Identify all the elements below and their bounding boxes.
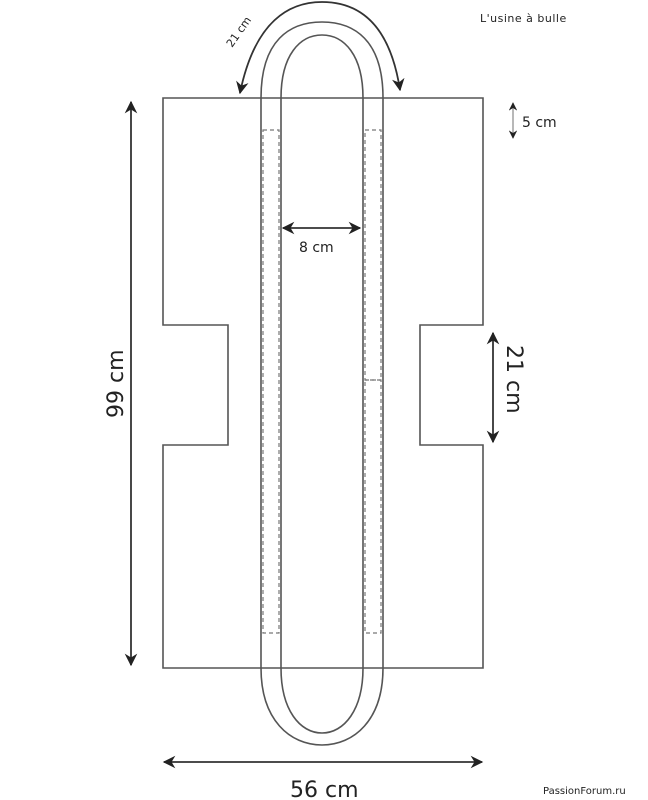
handle-length-arrow xyxy=(236,1,405,95)
notch-height-label: 21 cm xyxy=(501,345,526,414)
handle-length-label: 21 cm xyxy=(224,14,254,50)
total-width-label: 56 cm xyxy=(290,778,359,800)
watermark: PassionForum.ru xyxy=(543,786,626,797)
top-hem-label: 5 cm xyxy=(522,115,557,131)
handle-strap xyxy=(260,21,384,746)
brand-logo: L'usine à bulle xyxy=(480,12,567,25)
handle-spacing-label: 8 cm xyxy=(299,240,334,256)
stitch-lines xyxy=(262,129,382,634)
total-height-label: 99 cm xyxy=(104,349,129,418)
bag-body-outline xyxy=(162,97,484,669)
